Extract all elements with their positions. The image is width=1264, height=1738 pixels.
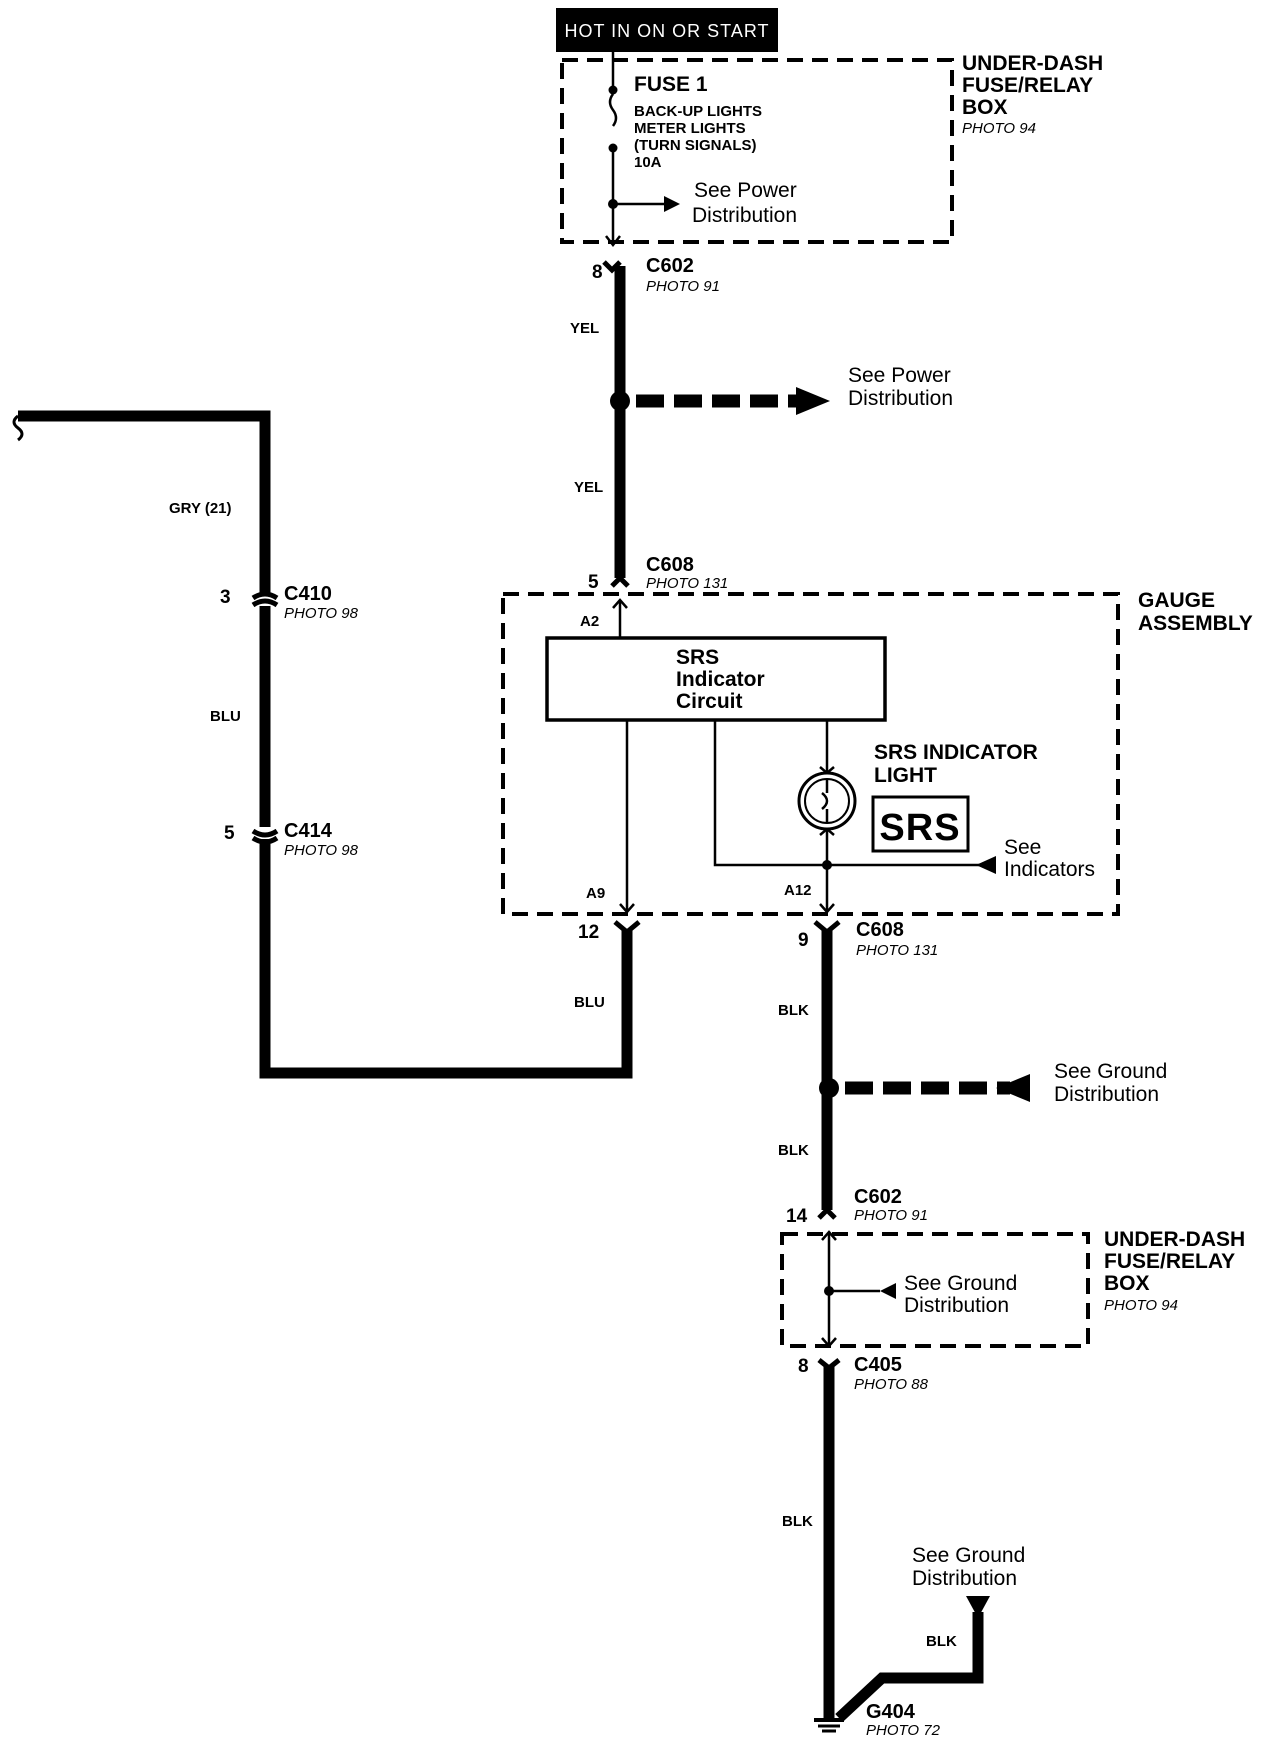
- arrow-right-icon: [796, 387, 830, 415]
- c608-top-photo: PHOTO 131: [646, 575, 728, 592]
- c602-bottom-photo: PHOTO 91: [854, 1207, 928, 1224]
- splice-ground-see-line1: See Ground: [1054, 1060, 1167, 1083]
- g404-name: G404: [866, 1701, 916, 1723]
- c414-photo: PHOTO 98: [284, 842, 359, 859]
- circuit-line1: SRS: [676, 646, 719, 669]
- c608-top-pin: 5: [588, 572, 599, 593]
- fuse-circuit-line1: BACK-UP LIGHTS: [634, 103, 762, 120]
- c608-bottom-right-photo: PHOTO 131: [856, 942, 938, 959]
- c405-name: C405: [854, 1354, 902, 1376]
- fuse-symbol: [608, 93, 618, 127]
- fuse-box-bottom-title-line2: FUSE/RELAY: [1104, 1250, 1235, 1273]
- circuit-line3: Circuit: [676, 690, 743, 713]
- fuse-box-top-title-line2: FUSE/RELAY: [962, 74, 1093, 97]
- wire-color-yel-2: YEL: [574, 479, 603, 496]
- connector-c602-bottom-symbol: [817, 1206, 837, 1220]
- fuse-rating: 10A: [634, 154, 662, 171]
- wire-color-yel-1: YEL: [570, 320, 599, 337]
- ground-see-line2: Distribution: [912, 1567, 1017, 1590]
- fuse-circuit-line2: METER LIGHTS: [634, 120, 746, 137]
- gauge-pin-a2: A2: [580, 613, 599, 630]
- fuse-box-bottom-title: UNDER-DASH FUSE/RELAY BOX PHOTO 94: [1104, 1228, 1245, 1314]
- arrow-down-icon: [966, 1596, 990, 1618]
- fuse-circuit-line3: (TURN SIGNALS): [634, 137, 757, 154]
- arrow-left-icon: [976, 856, 996, 874]
- connector-c608-top-symbol: [610, 574, 630, 588]
- wire-color-blk-4: BLK: [926, 1633, 957, 1650]
- light-label-line2: LIGHT: [874, 764, 937, 787]
- wire-color-blu-1: BLU: [210, 708, 241, 725]
- c602-bottom-name: C602: [854, 1186, 902, 1208]
- srs-badge-text: SRS: [879, 807, 960, 849]
- wire-color-blu-2: BLU: [574, 994, 605, 1011]
- gauge-see-line2: Indicators: [1004, 858, 1095, 881]
- fuse-box-see-line1: See Power: [694, 179, 797, 202]
- splice-ground-see-line2: Distribution: [1054, 1083, 1159, 1106]
- fuse-box-bottom-title-line3: BOX: [1104, 1272, 1150, 1295]
- splice-power-see-line2: Distribution: [848, 387, 953, 410]
- gauge-title-line2: ASSEMBLY: [1138, 612, 1253, 635]
- connector-c414-symbol: [251, 835, 279, 845]
- c602-top-photo: PHOTO 91: [646, 278, 720, 295]
- fuse-name: FUSE 1: [634, 73, 708, 96]
- wire-color-blk-2: BLK: [778, 1142, 809, 1159]
- gauge-title-line1: GAUGE: [1138, 589, 1215, 612]
- c410-photo: PHOTO 98: [284, 605, 359, 622]
- splice-power-see-line1: See Power: [848, 364, 951, 387]
- fuse-box-top-title-line3: BOX: [962, 96, 1008, 119]
- c602-bottom-pin: 14: [786, 1206, 808, 1227]
- arrow-right-icon: [664, 196, 680, 212]
- c602-top-name: C602: [646, 255, 694, 277]
- fuse-box-bottom-see-line2: Distribution: [904, 1294, 1009, 1317]
- connector-c410-symbol: [251, 598, 279, 608]
- ground-icon: [814, 1708, 844, 1733]
- arrow-left-icon: [880, 1283, 896, 1299]
- connector-c602-top-symbol: [602, 260, 622, 274]
- c608-bottom-right-pin: 9: [798, 930, 809, 951]
- fuse-box-see-line2: Distribution: [692, 204, 797, 227]
- fuse-box-bottom-photo: PHOTO 94: [1104, 1297, 1178, 1314]
- gauge-pin-a12: A12: [784, 882, 812, 899]
- c410-name: C410: [284, 583, 332, 605]
- fuse-terminal-bottom: [608, 143, 618, 153]
- fuse-box-bottom: [780, 1232, 1090, 1348]
- c410-pin: 3: [220, 587, 231, 608]
- splice-power: [610, 391, 630, 411]
- gauge-see-line1: See: [1004, 836, 1041, 859]
- fuse-box-bottom-title-line1: UNDER-DASH: [1104, 1228, 1245, 1251]
- fuse-box-bottom-see-line1: See Ground: [904, 1272, 1017, 1295]
- c608-bottom-left-pin: 12: [578, 922, 599, 943]
- fuse-box-top-title: UNDER-DASH FUSE/RELAY BOX PHOTO 94: [962, 52, 1103, 137]
- power-source-label: HOT IN ON OR START: [564, 21, 769, 41]
- power-source-badge: [556, 8, 778, 52]
- light-label-line1: SRS INDICATOR: [874, 741, 1038, 764]
- c608-top-name: C608: [646, 554, 694, 576]
- c608-bottom-right-name: C608: [856, 919, 904, 941]
- c414-name: C414: [284, 820, 333, 842]
- g404-photo: PHOTO 72: [866, 1722, 941, 1738]
- c602-top-pin: 8: [592, 262, 603, 283]
- fuse-box-top-photo: PHOTO 94: [962, 120, 1036, 137]
- c405-photo: PHOTO 88: [854, 1376, 929, 1393]
- arrow-left-icon: [996, 1074, 1030, 1102]
- fuse-terminal-top: [608, 85, 618, 95]
- gauge-pin-a9: A9: [586, 885, 605, 902]
- srs-badge: [871, 795, 970, 853]
- connector-c608-bottom-left-symbol: [613, 920, 641, 936]
- c405-pin: 8: [798, 1356, 809, 1377]
- c414-pin: 5: [224, 823, 235, 844]
- wire-color-gry: GRY (21): [169, 500, 232, 517]
- circuit-line2: Indicator: [676, 668, 765, 691]
- wire-color-blk-1: BLK: [778, 1002, 809, 1019]
- gauge-assembly-box: [501, 592, 1120, 916]
- wire-color-blk-3: BLK: [782, 1513, 813, 1530]
- fuse-box-top-title-line1: UNDER-DASH: [962, 52, 1103, 75]
- ground-see-line1: See Ground: [912, 1544, 1025, 1567]
- fuse-box-top: [560, 58, 954, 244]
- splice-ground: [819, 1078, 839, 1098]
- wire-break-icon: [12, 414, 24, 442]
